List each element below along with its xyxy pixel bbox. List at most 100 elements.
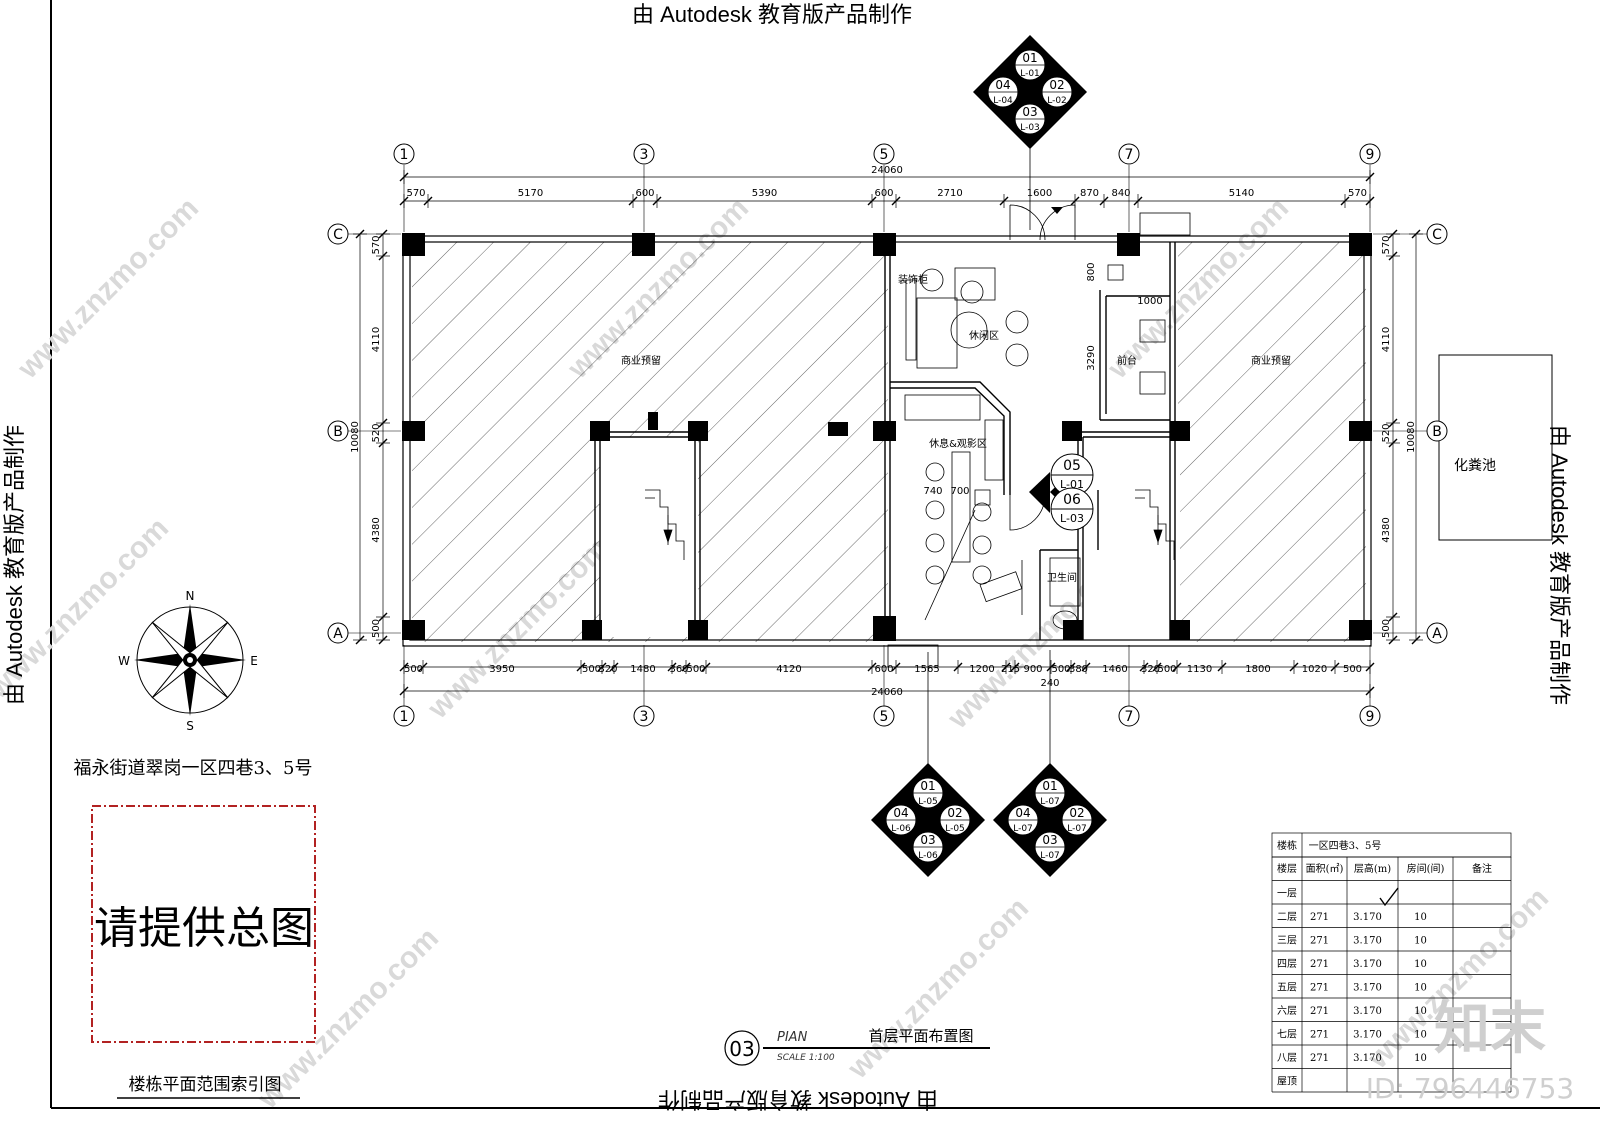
dim-tick — [891, 662, 901, 672]
grid-bubble — [633, 143, 655, 165]
dim-label: 500 — [1343, 664, 1362, 675]
dim-tick — [953, 662, 963, 672]
stamp-bottom: 由 Autodesk 教育版产品制作 — [658, 1087, 938, 1112]
grid-bubble — [327, 223, 349, 245]
grid-label: C — [333, 227, 343, 243]
table-cell-text: 五层 — [1277, 982, 1297, 994]
dim-label: 4120 — [776, 664, 801, 675]
marker-ref: L-03 — [1020, 123, 1040, 133]
marker-number: 04 — [995, 78, 1010, 92]
septic-label: 化粪池 — [1454, 458, 1496, 474]
dim-tick — [418, 662, 428, 672]
marker-number: 02 — [1049, 78, 1064, 92]
dim-tick — [891, 196, 901, 206]
marker-ref: L-06 — [918, 851, 938, 861]
table-cell-text: 10 — [1414, 912, 1427, 923]
dim-tick — [1365, 172, 1375, 182]
dim-label: 10080 — [1406, 421, 1417, 453]
marker-ref: L-07 — [1013, 824, 1033, 834]
dim-label: 5140 — [1229, 188, 1254, 199]
furniture-lounge — [904, 267, 1029, 621]
room-label-toilet: 卫生间 — [1047, 571, 1077, 584]
north-arrow-small — [1051, 207, 1063, 214]
grid-label: B — [333, 424, 343, 440]
dim-label: 600 — [635, 188, 654, 199]
id-watermark: ID: 796446753 — [1366, 1072, 1574, 1105]
table-building-value: 一区四巷3、5号 — [1309, 840, 1382, 852]
dim-tick — [701, 662, 711, 672]
dim-label: 3290 — [1086, 345, 1097, 370]
table-cell-text: 10 — [1414, 959, 1427, 970]
marker-ref: L-04 — [993, 96, 1013, 106]
marker-ref: L-01 — [1020, 69, 1040, 79]
grid-label: 7 — [1125, 147, 1134, 163]
check-mark — [1379, 887, 1399, 907]
dim-tick — [1139, 662, 1149, 672]
dim-label: 1000 — [1137, 296, 1162, 307]
grid-bubble — [873, 143, 895, 165]
toilet-fixtures — [1021, 557, 1081, 630]
dim-tick — [378, 229, 388, 239]
stair-void-left — [600, 437, 698, 637]
grid-label: A — [333, 626, 343, 642]
dim-label: 570 — [371, 235, 382, 254]
marker-ref: L-07 — [1040, 797, 1060, 807]
dim-label: 320 — [598, 664, 617, 675]
table-cell-text: 10 — [1414, 1006, 1427, 1017]
marker-number: 04 — [893, 806, 908, 820]
dim-tick — [399, 196, 409, 206]
grid-bubble — [633, 705, 655, 727]
dim-label: 215 — [1001, 664, 1020, 675]
dim-label: 570 — [406, 188, 425, 199]
grid-bubble — [1426, 420, 1448, 442]
dim-tick — [378, 612, 388, 622]
table-building-label: 楼栋 — [1277, 839, 1297, 852]
index-marker-layer: 01L-0102L-0203L-0304L-0401L-0502L-0503L-… — [871, 35, 1107, 877]
dim-tick — [681, 662, 691, 672]
table-cell-text: 3.170 — [1353, 936, 1382, 947]
table-cell-text: 10 — [1414, 936, 1427, 947]
dim-tick — [399, 172, 409, 182]
dim-label: 1600 — [1027, 188, 1052, 199]
table-cell-text: 七层 — [1277, 1029, 1297, 1041]
dim-label: 600 — [874, 188, 893, 199]
dim-label: 5170 — [518, 188, 543, 199]
dim-label: 570 — [1381, 235, 1392, 254]
dim-tick — [1099, 196, 1109, 206]
dim-tick — [867, 662, 877, 672]
table-header: 备注 — [1472, 862, 1492, 875]
grid-label: 9 — [1366, 147, 1375, 163]
stamp-left: 由 Autodesk 教育版产品制作 — [2, 425, 27, 705]
grid-bubble — [1118, 143, 1140, 165]
marker-ref: L-06 — [891, 824, 911, 834]
dim-label: 500 — [686, 664, 705, 675]
dim-tick — [1010, 662, 1020, 672]
grid-bubble — [1426, 223, 1448, 245]
sheet-border — [50, 0, 1600, 1109]
table-header: 房间(间) — [1407, 862, 1445, 875]
table-cell-text: 四层 — [1277, 958, 1297, 970]
table-cell-text: 271 — [1310, 1006, 1329, 1017]
dim-tick — [378, 418, 388, 428]
elev-marker-b-ref: L-03 — [1060, 512, 1084, 525]
dim-tick — [867, 196, 877, 206]
dim-tick — [355, 635, 365, 645]
room-labels: 商业预留 商业预留 休闲区 装饰柜 前台 休息&观影区 卫生间 — [621, 273, 1291, 584]
grid-label: C — [1432, 227, 1442, 243]
shop-area-right — [1178, 242, 1366, 642]
grid-bubble — [393, 143, 415, 165]
table-cell-text: 三层 — [1277, 935, 1297, 947]
room-label-cabinet: 装饰柜 — [898, 273, 928, 286]
dim-label: 4110 — [371, 327, 382, 352]
room-label-media: 休息&观影区 — [929, 437, 987, 450]
dim-label: 4110 — [1381, 327, 1392, 352]
dim-tick — [1289, 662, 1299, 672]
grid-label: B — [1432, 424, 1442, 440]
dim-label: 4380 — [1381, 517, 1392, 542]
stair-right — [1135, 489, 1175, 560]
room-label-shop-right: 商业预留 — [1251, 354, 1291, 367]
dim-tick — [1330, 662, 1340, 672]
drawing-pian: PIAN — [777, 1030, 808, 1045]
